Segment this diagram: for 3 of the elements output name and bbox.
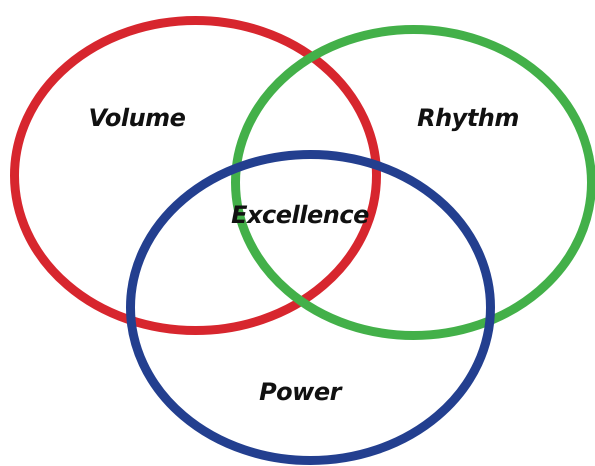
- set-label: Volume: [88, 104, 186, 132]
- set-label: Power: [259, 378, 341, 406]
- set-label: Rhythm: [417, 104, 519, 132]
